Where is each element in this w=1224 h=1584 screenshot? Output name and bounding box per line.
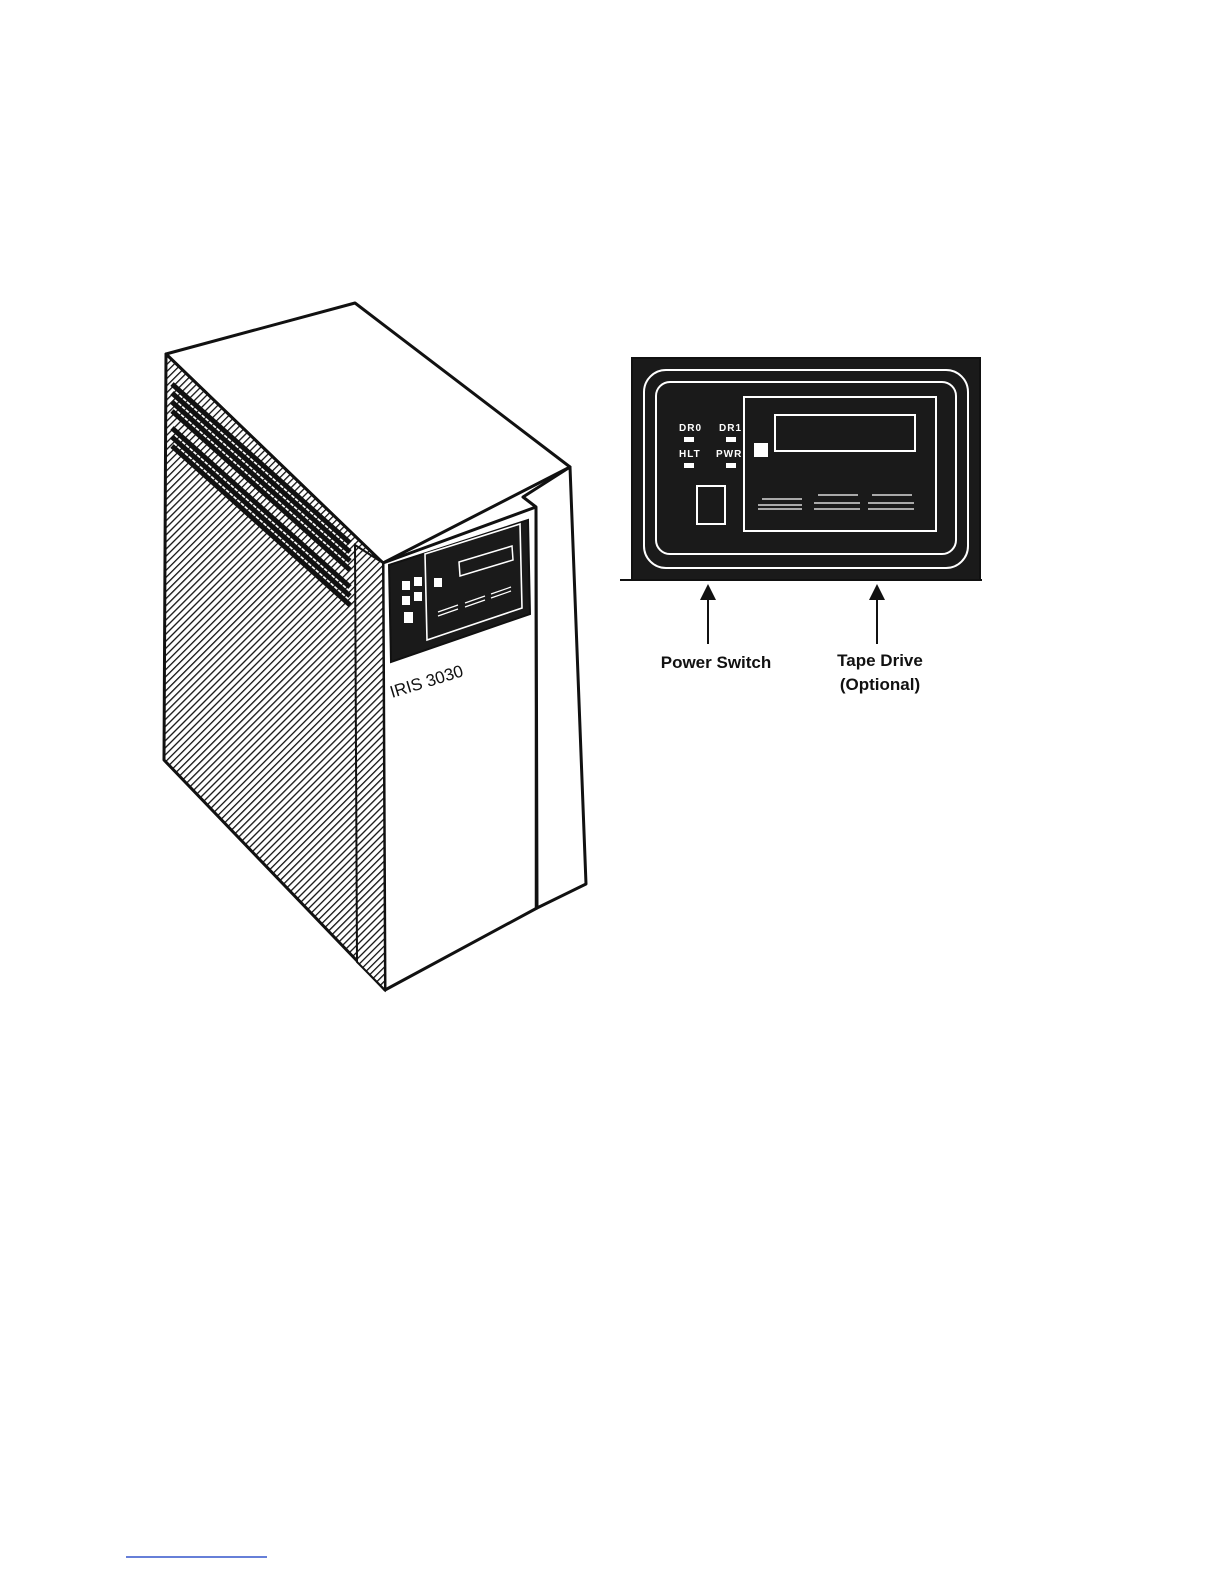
computer-cabinet-illustration: IRIS 3030 [164,303,586,990]
tape-drive-label: Tape Drive [837,651,923,670]
led-label-dr0: DR0 [679,423,702,434]
led-pwr-indicator [726,463,736,468]
power-switch-label: Power Switch [661,653,772,672]
front-panel-detail: DR0 DR1 HLT PWR [620,358,982,580]
led-dr1-indicator [726,437,736,442]
tape-eject-button [754,443,768,457]
callouts: Power Switch Tape Drive (Optional) [661,592,923,694]
led-hlt-indicator [684,463,694,468]
tape-drive-optional-note: (Optional) [840,675,920,694]
led-label-dr1: DR1 [719,423,742,434]
led-label-pwr: PWR [716,449,742,460]
panel-outer-frame [632,358,980,580]
led-label-hlt: HLT [679,449,701,460]
led-dr0-indicator [684,437,694,442]
